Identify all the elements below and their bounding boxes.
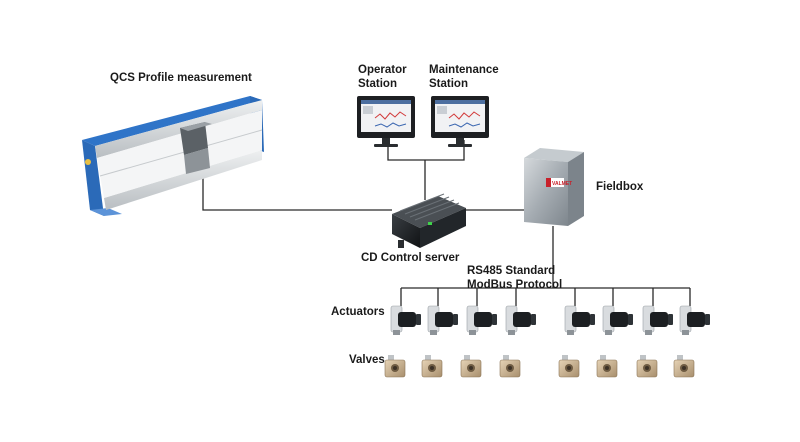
maintenance-station-label: Maintenance Station <box>429 63 499 91</box>
actuator-drop-lines <box>400 288 691 306</box>
actuator-image <box>602 305 633 335</box>
qcs-scanner-image <box>82 96 264 216</box>
fieldbox-logo: VALMET <box>552 181 572 187</box>
actuator-image <box>427 305 458 335</box>
maintenance-monitor-image <box>431 96 489 147</box>
connection-lines <box>202 140 691 306</box>
fieldbox-image: VALMET <box>524 148 584 226</box>
valve-image <box>596 355 618 378</box>
actuator-image <box>642 305 673 335</box>
operator-station-label-line1: Operator <box>358 64 407 76</box>
fieldbox-label: Fieldbox <box>596 181 644 193</box>
operator-station-label: Operator Station <box>358 63 407 91</box>
actuator-image <box>466 305 497 335</box>
cd-server-image <box>392 193 466 248</box>
stations-to-server-line <box>387 140 465 200</box>
valve-image <box>499 355 521 378</box>
actuator-image <box>390 305 421 335</box>
valve-image <box>384 355 406 378</box>
valve-image <box>636 355 658 378</box>
actuator-image <box>564 305 595 335</box>
actuator-image <box>679 305 710 335</box>
maintenance-station-label-line1: Maintenance <box>429 64 499 76</box>
rs485-label: RS485 Standard ModBus Protocol <box>467 264 562 292</box>
valve-image <box>673 355 695 378</box>
valve-image <box>460 355 482 378</box>
rs485-label-line2: ModBus Protocol <box>467 279 563 291</box>
qcs-to-server-line <box>202 168 392 211</box>
maintenance-station-label-line2: Station <box>429 78 468 90</box>
valve-image <box>558 355 580 378</box>
rs485-label-line1: RS485 Standard <box>467 265 556 277</box>
operator-station-label-line2: Station <box>358 78 397 90</box>
actuator-valve-group <box>384 305 710 378</box>
valve-image <box>421 355 443 378</box>
qcs-label: QCS Profile measurement <box>110 72 252 84</box>
valves-label: Valves <box>349 354 385 366</box>
cd-server-label: CD Control server <box>361 252 460 264</box>
actuator-image <box>505 305 536 335</box>
actuators-label: Actuators <box>331 306 385 318</box>
operator-monitor-image <box>357 96 415 147</box>
